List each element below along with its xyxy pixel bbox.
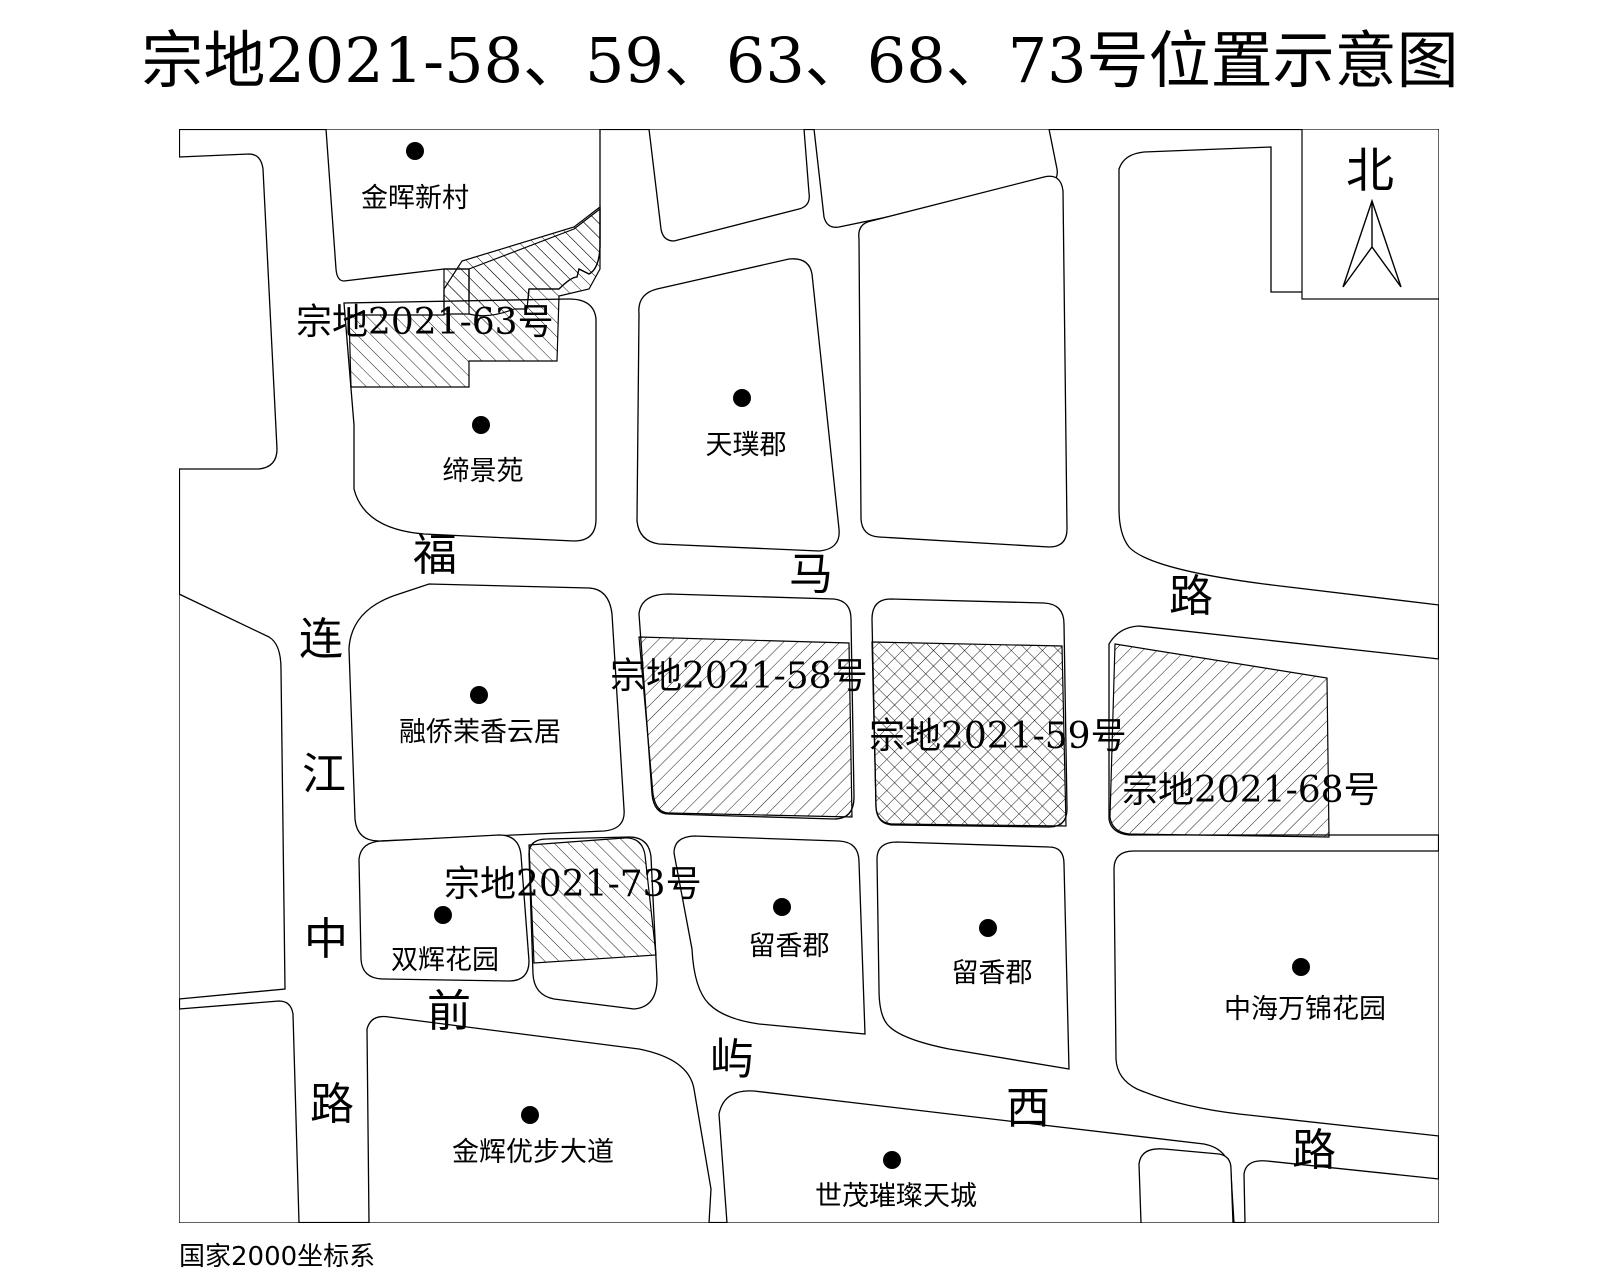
- map-title: 宗地2021-58、59、63、68、73号位置示意图: [141, 24, 1459, 97]
- marker-tianpu-jun: [733, 389, 751, 407]
- plot-59-area: [871, 641, 1067, 827]
- coordinate-system-note: 国家2000坐标系: [179, 1242, 376, 1272]
- label-liuxiang-1: 留香郡: [749, 931, 830, 962]
- road-lianjiang-char-4: 路: [310, 1079, 354, 1130]
- marker-dijing-yuan: [472, 416, 490, 434]
- plot-labels: 宗地2021-63号 宗地2021-58号 宗地2021-59号 宗地2021-…: [296, 302, 1380, 905]
- road-qianyu-char-2: 屿: [710, 1034, 754, 1085]
- marker-shuanghui: [434, 906, 452, 924]
- label-plot-63: 宗地2021-63号: [296, 302, 554, 343]
- label-dijing-yuan: 缔景苑: [443, 456, 524, 487]
- road-fuma-char-3: 路: [1169, 571, 1213, 622]
- road-lianjiang-char-2: 江: [302, 749, 346, 800]
- marker-liuxiang-2: [979, 919, 997, 937]
- plot-63-area: [348, 205, 601, 388]
- label-zhonghai: 中海万锦花园: [1224, 994, 1386, 1025]
- road-labels: 福 马 路 连 江 中 路 前 屿 西 路: [299, 530, 1336, 1176]
- marker-zhonghai: [1292, 958, 1310, 976]
- marker-jinhui-xincun: [406, 142, 424, 160]
- north-arrow: 北: [1301, 129, 1439, 300]
- road-lianjiang-char-1: 连: [299, 614, 343, 665]
- label-plot-58: 宗地2021-58号: [610, 656, 868, 697]
- road-qianyu-char-4: 路: [1292, 1125, 1336, 1176]
- marker-jinhui-youbu: [521, 1106, 539, 1124]
- label-rongqiao: 融侨茉香云居: [399, 717, 561, 748]
- road-fuma-char-2: 马: [789, 549, 833, 600]
- road-qianyu-char-1: 前: [427, 986, 471, 1037]
- road-qianyu-char-3: 西: [1006, 1083, 1050, 1134]
- plot-73-area: [528, 837, 657, 964]
- label-shimao: 世茂璀璨天城: [815, 1181, 977, 1212]
- label-plot-73: 宗地2021-73号: [444, 864, 702, 905]
- marker-liuxiang-1: [773, 898, 791, 916]
- marker-rongqiao: [470, 686, 488, 704]
- marker-shimao: [883, 1151, 901, 1169]
- road-fuma-char-1: 福: [413, 530, 457, 581]
- label-plot-59: 宗地2021-59号: [869, 716, 1127, 757]
- label-shuanghui: 双辉花园: [391, 945, 499, 976]
- label-liuxiang-2: 留香郡: [952, 958, 1033, 989]
- label-plot-68: 宗地2021-68号: [1122, 770, 1380, 811]
- map-area: 北 金晖新村 缔景苑 天璞郡 融侨茉香云居 双辉花园 留香郡 留香郡 中海万锦花…: [179, 129, 1439, 1223]
- plots: [348, 205, 1330, 964]
- label-jinhui-xincun: 金晖新村: [361, 183, 469, 214]
- label-jinhui-youbu: 金辉优步大道: [452, 1137, 614, 1168]
- label-tianpu-jun: 天璞郡: [706, 430, 787, 461]
- plot-68-area: [1109, 643, 1330, 838]
- road-lianjiang-char-3: 中: [304, 914, 348, 965]
- north-label: 北: [1346, 143, 1394, 199]
- community-markers: [406, 142, 1310, 1169]
- community-labels: 金晖新村 缔景苑 天璞郡 融侨茉香云居 双辉花园 留香郡 留香郡 中海万锦花园 …: [361, 183, 1386, 1212]
- plot-58-area: [638, 636, 853, 818]
